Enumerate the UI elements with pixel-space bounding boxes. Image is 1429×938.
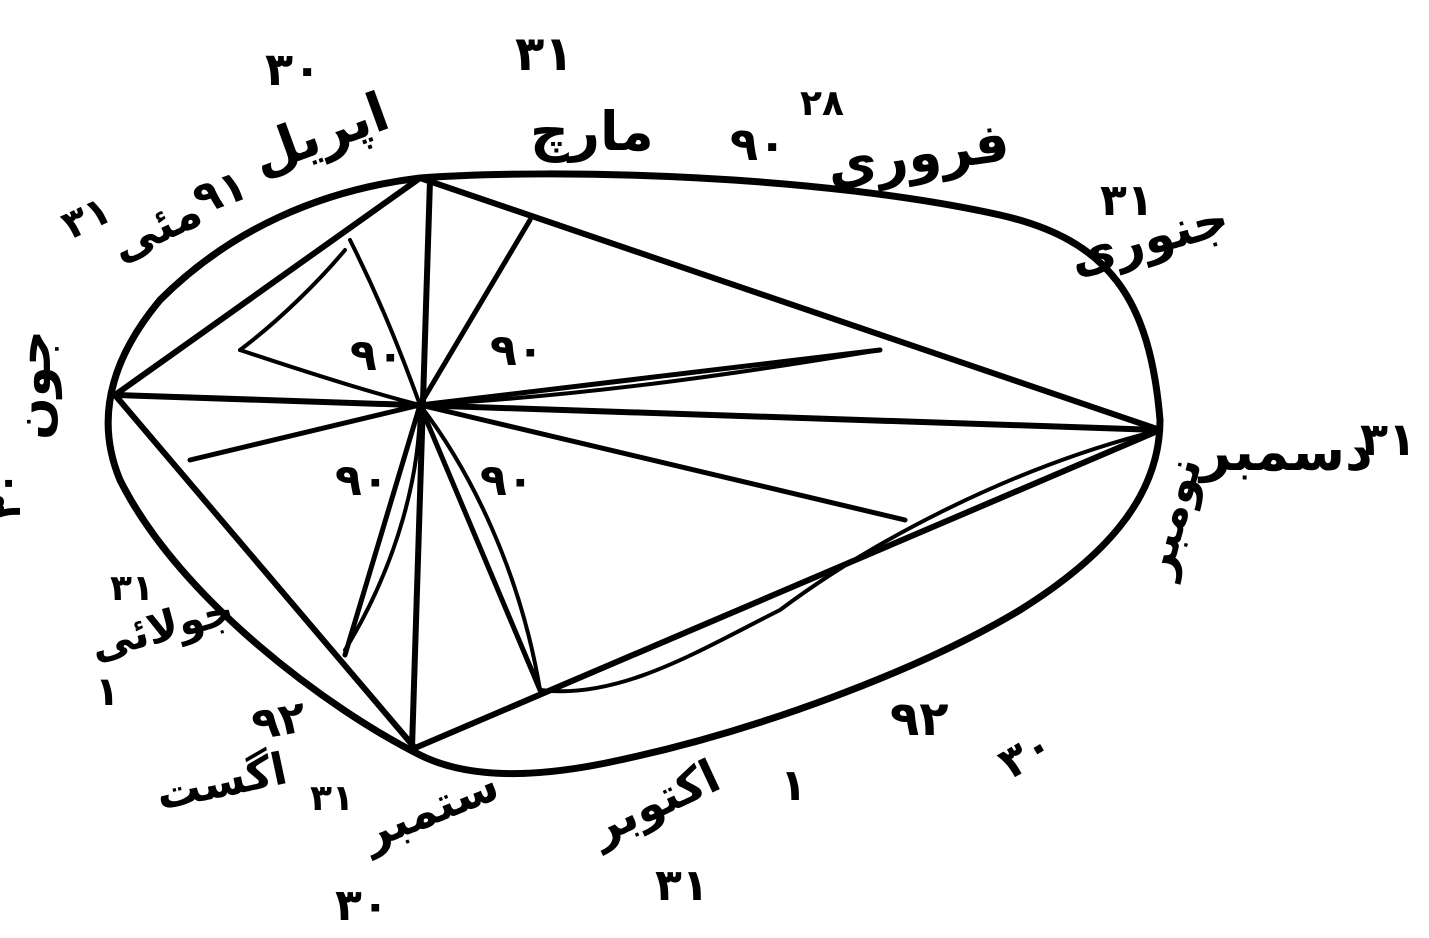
days-september: ۳۰: [335, 880, 389, 931]
month-december: دسمبر: [1197, 420, 1373, 483]
inner-angle-1: ۹۰: [350, 330, 404, 381]
month-march: مارچ: [530, 100, 654, 163]
inner-quadrilateral: [112, 175, 1163, 751]
autumn-total: ۹۲: [890, 691, 949, 747]
month-july: جولائی: [85, 585, 239, 671]
inner-angle-4: ۹۰: [480, 455, 534, 506]
october-one: ۱: [780, 760, 807, 811]
summer-total: ۹۲: [248, 691, 310, 751]
days-august: ۳۱: [310, 778, 354, 819]
inner-angle-labels: ۹۰ ۹۰ ۹۰ ۹۰: [335, 325, 544, 506]
days-december: ۳۱: [1360, 412, 1416, 466]
month-august: اگست: [151, 742, 291, 820]
days-january: ۳۱: [1100, 175, 1154, 226]
days-february: ۲۸: [800, 83, 844, 124]
days-june: ۳۰: [0, 471, 30, 520]
inner-angle-2: ۹۰: [490, 325, 544, 376]
days-march: ۳۱: [515, 26, 574, 82]
month-labels: دسمبر ۳۱ جنوری ۳۱ فروری ۲۸ ۹۰ مارچ ۳۱ اپ…: [0, 26, 1416, 931]
days-july: ۳۱: [110, 568, 154, 609]
curved-lines: [238, 238, 1162, 694]
month-november: نومبر: [1128, 451, 1212, 585]
inner-angle-3: ۹۰: [335, 455, 389, 506]
month-june: جون: [4, 330, 63, 440]
radial-lines: [187, 217, 908, 693]
july-one: ۱: [95, 669, 119, 715]
axis-vertical: [409, 177, 433, 751]
days-october: ۳۱: [655, 860, 709, 911]
axis-horizontal: [112, 392, 1163, 433]
month-february: فروری: [823, 110, 1013, 198]
winter-total: ۹۰: [730, 117, 786, 171]
days-april: ۳۰: [265, 42, 321, 96]
days-november: ۳۰: [990, 718, 1062, 789]
month-september: ستمبر: [352, 757, 506, 861]
outer-orbit: [104, 170, 1164, 778]
